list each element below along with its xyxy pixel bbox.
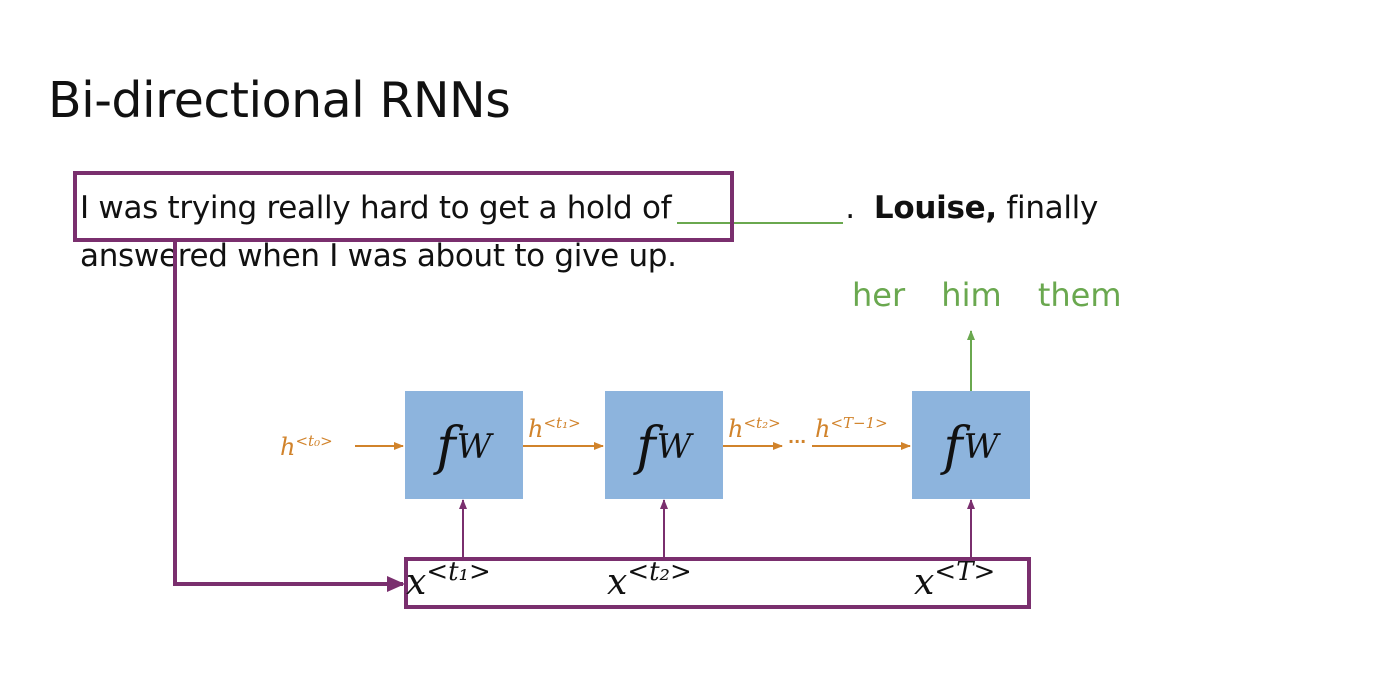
cell-w-subscript: W (456, 427, 492, 467)
input-x-t2: x<t₂> (607, 557, 692, 603)
sentence-line-1: I was trying really hard to get a hold o… (80, 190, 1098, 226)
sentence-part-1: I was trying really hard to get a hold o… (80, 190, 672, 226)
hidden-state-hT-1: h<T−1> (815, 414, 888, 443)
cell-w-subscript: W (963, 427, 999, 467)
sentence-name-louise: Louise, (873, 190, 997, 226)
hidden-state-h1: h<t₁> (528, 414, 581, 443)
sentence-line-2: answered when I was about to give up. (80, 238, 677, 274)
hidden-state-h2: h<t₂> (728, 414, 781, 443)
sentence-period: . (845, 190, 855, 226)
slide-title: Bi-directional RNNs (48, 72, 511, 129)
candidate-him: him (941, 276, 1002, 314)
cell-f-symbol: f (943, 417, 963, 477)
hidden-state-h0: h<t₀> (280, 432, 333, 461)
sequence-ellipsis: ... (788, 428, 807, 447)
input-sequence-box (404, 557, 1031, 609)
candidate-words: her him them (852, 276, 1148, 314)
fill-in-blank (677, 221, 844, 224)
cell-f-symbol: f (636, 417, 656, 477)
cell-f-symbol: f (436, 417, 456, 477)
sentence-part-2: finally (1006, 190, 1099, 226)
input-x-t1: x<t₁> (406, 557, 491, 603)
candidate-them: them (1037, 276, 1122, 314)
context-connector (173, 242, 405, 592)
cell-w-subscript: W (656, 427, 692, 467)
input-x-T: x<T> (914, 557, 996, 603)
context-highlight-box (73, 171, 734, 242)
candidate-her: her (852, 276, 906, 314)
